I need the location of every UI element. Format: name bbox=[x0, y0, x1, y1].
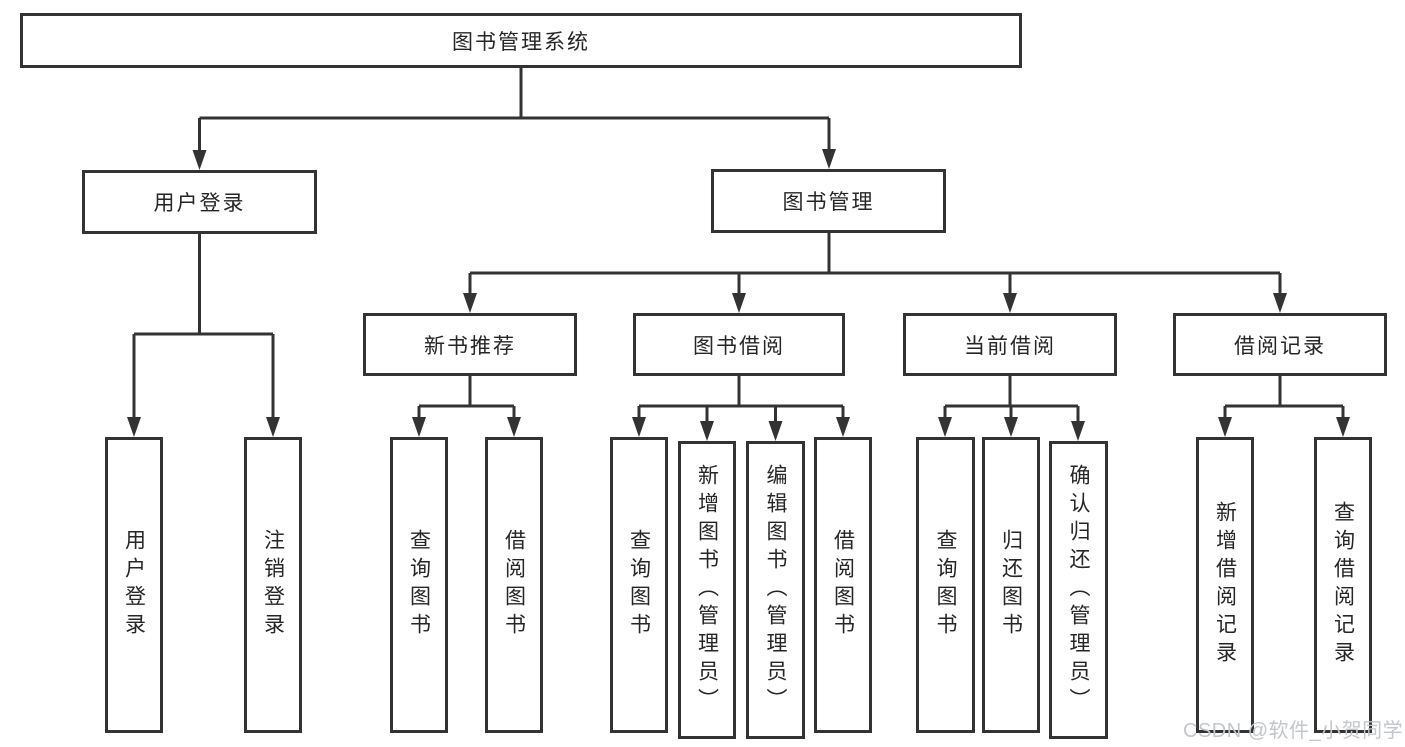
leaf-edit-books-admin-label: 编辑图书（管理员） bbox=[764, 464, 788, 716]
leaf-borrowing-query-books-label: 查询图书 bbox=[627, 529, 651, 641]
arrow-to-current-borrowing bbox=[1003, 293, 1017, 313]
node-new-book-recommend-label: 新书推荐 bbox=[424, 334, 516, 358]
node-book-management: 图书管理 bbox=[711, 169, 946, 233]
node-user-login: 用户登录 bbox=[82, 170, 317, 234]
connector-new-book-recommend-children bbox=[412, 376, 521, 437]
leaf-recommend-query-books-label: 查询图书 bbox=[407, 529, 431, 641]
node-book-management-label: 图书管理 bbox=[782, 191, 875, 214]
leaf-confirm-return-admin: 确认归还（管理员） bbox=[1049, 441, 1108, 739]
arrow-to-return-books bbox=[1004, 417, 1018, 437]
leaf-logout-label: 注销登录 bbox=[261, 529, 285, 641]
connector-current-borrowing-children bbox=[938, 376, 1085, 441]
arrow-to-user-login bbox=[192, 150, 207, 170]
arrow-to-query-borrow-record bbox=[1336, 417, 1350, 437]
leaf-recommend-borrow-books: 借阅图书 bbox=[485, 437, 543, 733]
arrow-to-recommend-query-books bbox=[412, 417, 426, 437]
leaf-recommend-borrow-books-label: 借阅图书 bbox=[502, 529, 526, 641]
csdn-watermark: CSDN @软件_小贺同学 bbox=[1183, 720, 1404, 742]
arrow-to-leaf-logout bbox=[266, 417, 280, 437]
leaf-edit-books-admin: 编辑图书（管理员） bbox=[746, 441, 805, 739]
node-new-book-recommend: 新书推荐 bbox=[363, 313, 577, 376]
leaf-add-books-admin-label: 新增图书（管理员） bbox=[695, 464, 719, 716]
arrow-to-add-books-admin bbox=[700, 421, 714, 441]
arrow-to-borrowing-records bbox=[1273, 293, 1287, 313]
arrow-to-add-borrow-record bbox=[1218, 417, 1232, 437]
leaf-add-borrow-record: 新增借阅记录 bbox=[1196, 437, 1254, 733]
connector-book-management-children bbox=[463, 233, 1287, 313]
leaf-query-borrow-record: 查询借阅记录 bbox=[1314, 437, 1372, 733]
leaf-borrowing-query-books: 查询图书 bbox=[610, 437, 668, 733]
leaf-confirm-return-admin-label: 确认归还（管理员） bbox=[1067, 464, 1091, 716]
leaf-recommend-query-books: 查询图书 bbox=[390, 437, 448, 733]
leaf-current-query-books: 查询图书 bbox=[916, 437, 975, 733]
node-current-borrowing-label: 当前借阅 bbox=[964, 334, 1056, 358]
node-book-borrowing: 图书借阅 bbox=[633, 313, 845, 376]
leaf-user-login: 用户登录 bbox=[105, 437, 163, 733]
leaf-add-borrow-record-label: 新增借阅记录 bbox=[1213, 501, 1237, 669]
arrow-to-current-query-books bbox=[938, 417, 952, 437]
arrow-to-leaf-user-login bbox=[127, 417, 141, 437]
connector-user-login-children bbox=[127, 234, 280, 437]
connector-book-borrowing-children bbox=[632, 376, 850, 441]
node-current-borrowing: 当前借阅 bbox=[903, 313, 1117, 376]
connector-borrowing-records-children bbox=[1218, 376, 1350, 437]
node-book-borrowing-label: 图书借阅 bbox=[693, 334, 785, 358]
leaf-borrow-books: 借阅图书 bbox=[814, 437, 872, 733]
connector-root-to-level2 bbox=[192, 68, 836, 170]
arrow-to-confirm-return-admin bbox=[1071, 421, 1085, 441]
node-borrowing-records: 借阅记录 bbox=[1173, 313, 1387, 376]
arrow-to-new-book-recommend bbox=[463, 293, 477, 313]
leaf-user-login-label: 用户登录 bbox=[122, 529, 146, 641]
node-root-label: 图书管理系统 bbox=[452, 30, 590, 54]
node-borrowing-records-label: 借阅记录 bbox=[1234, 334, 1326, 358]
leaf-return-books: 归还图书 bbox=[982, 437, 1040, 733]
arrow-to-borrowing-query-books bbox=[632, 417, 646, 437]
node-user-login-label: 用户登录 bbox=[153, 192, 246, 215]
leaf-logout: 注销登录 bbox=[244, 437, 302, 733]
arrow-to-book-management bbox=[822, 149, 836, 169]
arrow-to-edit-books-admin bbox=[768, 421, 783, 441]
leaf-add-books-admin: 新增图书（管理员） bbox=[678, 441, 736, 739]
arrow-to-borrow-books bbox=[836, 417, 850, 437]
arrow-to-book-borrowing bbox=[732, 293, 746, 313]
node-root: 图书管理系统 bbox=[20, 13, 1022, 68]
leaf-return-books-label: 归还图书 bbox=[999, 529, 1023, 641]
arrow-to-recommend-borrow-books bbox=[507, 417, 521, 437]
leaf-borrow-books-label: 借阅图书 bbox=[831, 529, 855, 641]
leaf-current-query-books-label: 查询图书 bbox=[934, 529, 958, 641]
leaf-query-borrow-record-label: 查询借阅记录 bbox=[1331, 501, 1355, 669]
